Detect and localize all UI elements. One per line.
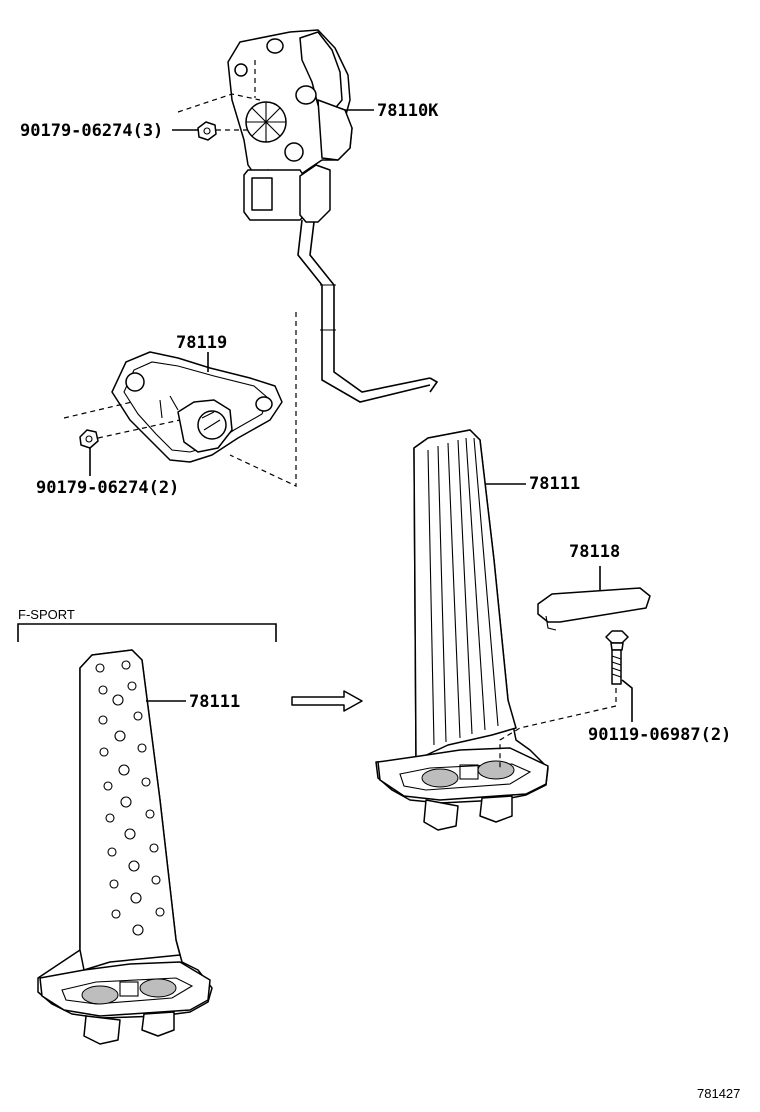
pedal-bracket[interactable] [111,351,283,463]
label-78111-fsport[interactable]: 78111 [189,692,240,712]
label-nut-upper[interactable]: 90179-06274(3) [20,121,163,141]
section-label-fsport: F-SPORT [18,607,75,622]
f-sport-bracket [17,623,277,642]
label-bolt[interactable]: 90119-06987(2) [588,725,731,745]
accelerator-pedal-standard[interactable] [375,429,549,831]
leader-bolt [621,679,633,722]
diagram-code: 781427 [697,1086,740,1101]
label-78118[interactable]: 78118 [569,542,620,562]
leader-dash-nut-lower [63,401,181,439]
accelerator-sensor-assembly[interactable] [227,29,439,403]
leader-dash-bolt [499,688,617,768]
pedal-pad-cover[interactable] [537,587,651,631]
leader-dash-bracket-link [229,312,297,487]
label-78119[interactable]: 78119 [176,333,227,353]
hex-nut-lower[interactable] [79,429,99,449]
leader-dash-upper-guide [177,93,261,113]
accelerator-pedal-fsport[interactable] [37,649,213,1045]
replacement-arrow-icon [291,690,363,712]
bolt[interactable] [605,630,629,685]
label-78110K[interactable]: 78110K [377,101,439,121]
label-78111-right[interactable]: 78111 [529,474,580,494]
hex-nut-upper[interactable] [197,121,217,141]
label-nut-lower[interactable]: 90179-06274(2) [36,478,179,498]
